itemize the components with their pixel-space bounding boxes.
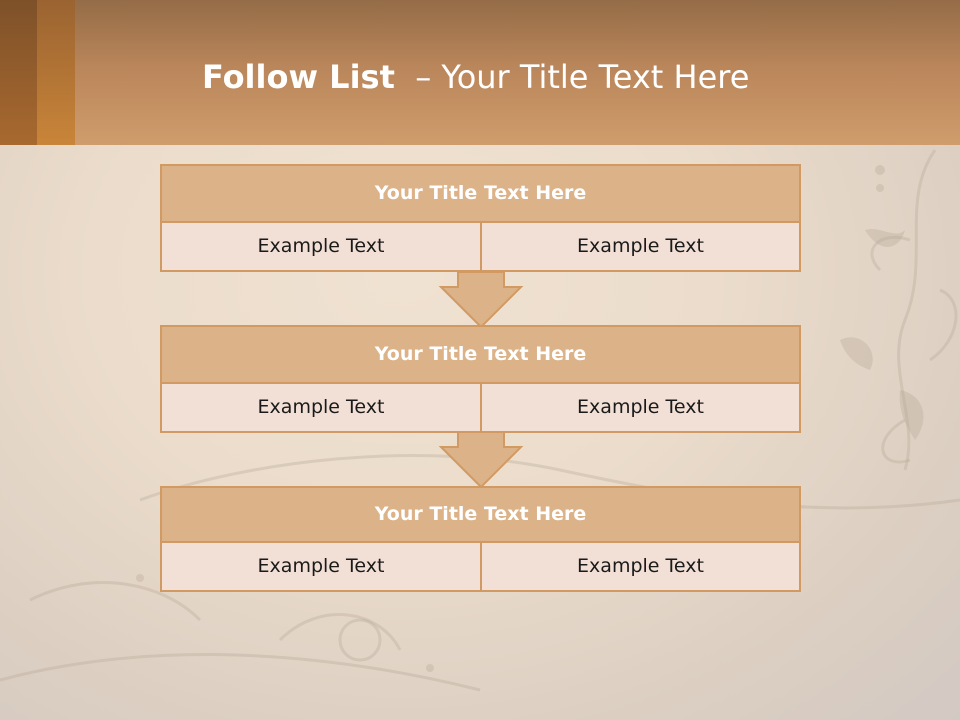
flow-block: Your Title Text Here Example Text Exampl… (160, 325, 801, 433)
block-title: Your Title Text Here (160, 164, 801, 223)
slide-header: Follow List – Your Title Text Here (0, 0, 960, 145)
header-accent-strip (0, 0, 37, 145)
header-accent-strip (37, 0, 75, 145)
slide-title-bold: Follow List (202, 58, 395, 96)
down-arrow-icon (438, 431, 524, 489)
block-title: Your Title Text Here (160, 325, 801, 384)
block-left-cell: Example Text (160, 221, 482, 272)
block-right-cell: Example Text (480, 541, 801, 592)
block-left-cell: Example Text (160, 382, 482, 433)
block-title: Your Title Text Here (160, 486, 801, 543)
block-left-cell: Example Text (160, 541, 482, 592)
slide-title: Follow List – Your Title Text Here (202, 55, 749, 99)
block-right-cell: Example Text (480, 221, 801, 272)
flow-block: Your Title Text Here Example Text Exampl… (160, 164, 801, 272)
down-arrow-icon (438, 271, 524, 329)
flow-block: Your Title Text Here Example Text Exampl… (160, 486, 801, 592)
block-right-cell: Example Text (480, 382, 801, 433)
slide-title-rest: – Your Title Text Here (415, 58, 750, 96)
